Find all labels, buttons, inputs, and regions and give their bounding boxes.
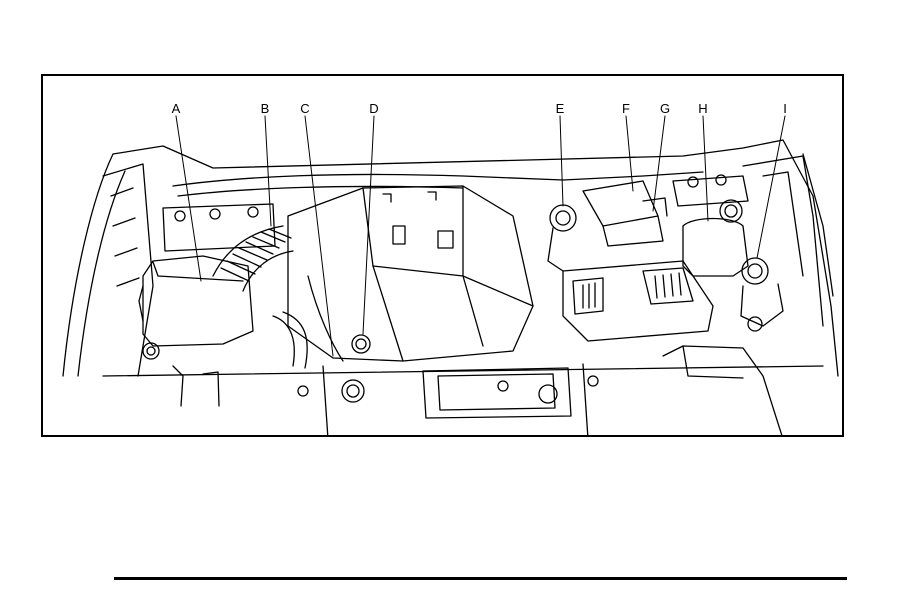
callout-label-e: E: [556, 102, 565, 115]
engine-cover: [288, 186, 533, 361]
callout-label-f: F: [622, 102, 630, 115]
callout-leaders: [176, 116, 785, 356]
intake-duct: [213, 226, 293, 291]
callout-label-b: B: [261, 102, 270, 115]
leader-g: [653, 116, 665, 211]
fluid-cap-e: [550, 205, 576, 231]
callout-label-i: I: [783, 102, 787, 115]
leader-h: [703, 116, 708, 221]
coolant-reservoir: [683, 219, 748, 277]
leader-e: [560, 116, 563, 206]
engine-compartment-figure: A B C D E F G H I: [41, 74, 844, 437]
leader-b: [265, 116, 271, 226]
oil-fill-cap: [352, 335, 370, 353]
brake-fluid-cap: [742, 258, 768, 284]
callout-label-a: A: [172, 102, 181, 115]
leader-f: [626, 116, 633, 191]
leader-a: [176, 116, 201, 281]
leader-d: [363, 116, 374, 334]
leader-c: [305, 116, 333, 356]
callout-label-c: C: [300, 102, 309, 115]
callout-label-d: D: [369, 102, 378, 115]
leader-i: [757, 116, 785, 258]
air-cleaner-housing: [143, 256, 253, 346]
callout-label-h: H: [698, 102, 707, 115]
footer-rule: [114, 577, 847, 580]
engine-compartment-illustration: [43, 76, 844, 437]
callout-label-g: G: [660, 102, 670, 115]
